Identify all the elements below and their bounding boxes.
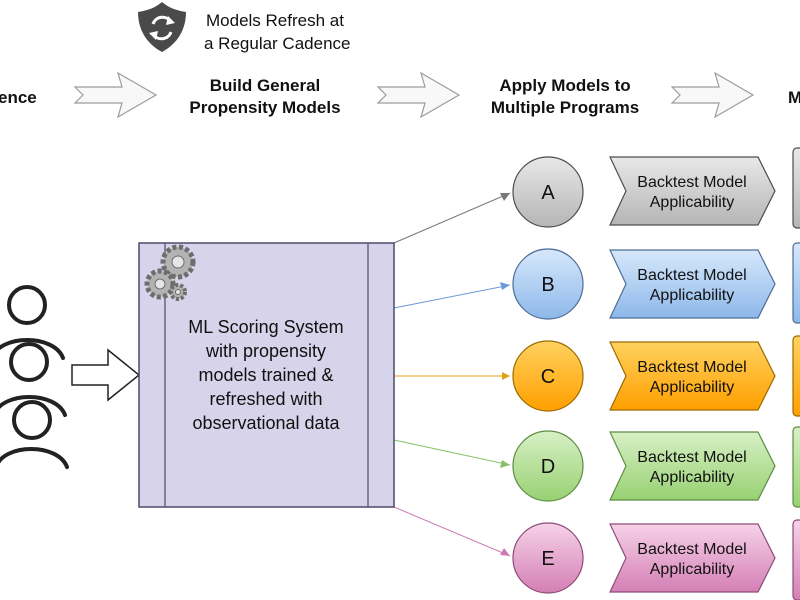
program-circle-a	[512, 156, 584, 228]
ml-system-line1: ML Scoring System	[188, 317, 343, 337]
backtest-chevron-e	[609, 523, 776, 593]
refresh-shield-icon	[138, 2, 186, 52]
program-circle-c	[512, 340, 584, 412]
backtest-a-line1: Backtest Model	[637, 174, 746, 191]
program-circle-e	[512, 522, 584, 594]
header-build-line2: Propensity Models	[189, 98, 340, 117]
backtest-chevron-b	[609, 249, 776, 319]
header-arrow-3	[670, 71, 755, 119]
backtest-c-line1: Backtest Model	[637, 359, 746, 376]
connector-lines	[393, 192, 511, 557]
header-arrow-2	[376, 71, 461, 119]
backtest-d-line2: Applicability	[650, 469, 734, 486]
header-apply-line2: Multiple Programs	[491, 98, 639, 117]
ml-system-line3: models trained &	[198, 365, 333, 385]
header-next-partial: M	[788, 88, 800, 107]
backtest-a-line2: Applicability	[650, 194, 734, 211]
program-label-a: A	[541, 182, 555, 204]
backtest-e-line1: Backtest Model	[637, 541, 746, 558]
backtest-chevron-a	[609, 156, 776, 226]
header-arrow-1	[73, 71, 158, 119]
program-label-d: D	[541, 456, 555, 478]
program-label-c: C	[541, 366, 555, 388]
backtest-b-line1: Backtest Model	[637, 267, 746, 284]
ml-system-line4: refreshed with	[209, 389, 322, 409]
backtest-chevron-c	[609, 341, 776, 411]
backtest-e-line2: Applicability	[650, 561, 734, 578]
header-build-line1: Build General	[210, 76, 321, 95]
backtest-b-line2: Applicability	[650, 287, 734, 304]
program-circle-d	[512, 430, 584, 502]
next-step-shapes-partial	[792, 147, 800, 600]
ml-system-line2: with propensity	[205, 341, 326, 361]
refresh-note-line2: a Regular Cadence	[204, 34, 350, 53]
header-step-partial: ence	[0, 88, 37, 107]
backtest-c-line2: Applicability	[650, 379, 734, 396]
ml-system-line5: observational data	[192, 413, 340, 433]
gears-icon	[144, 244, 196, 301]
program-circle-b	[512, 248, 584, 320]
refresh-note-line1: Models Refresh at	[206, 11, 344, 30]
program-label-e: E	[541, 548, 554, 570]
input-arrow	[71, 348, 141, 402]
header-apply-line1: Apply Models to	[499, 76, 630, 95]
backtest-d-line1: Backtest Model	[637, 449, 746, 466]
people-icon	[0, 285, 69, 469]
backtest-chevron-d	[609, 431, 776, 501]
program-label-b: B	[541, 274, 554, 296]
